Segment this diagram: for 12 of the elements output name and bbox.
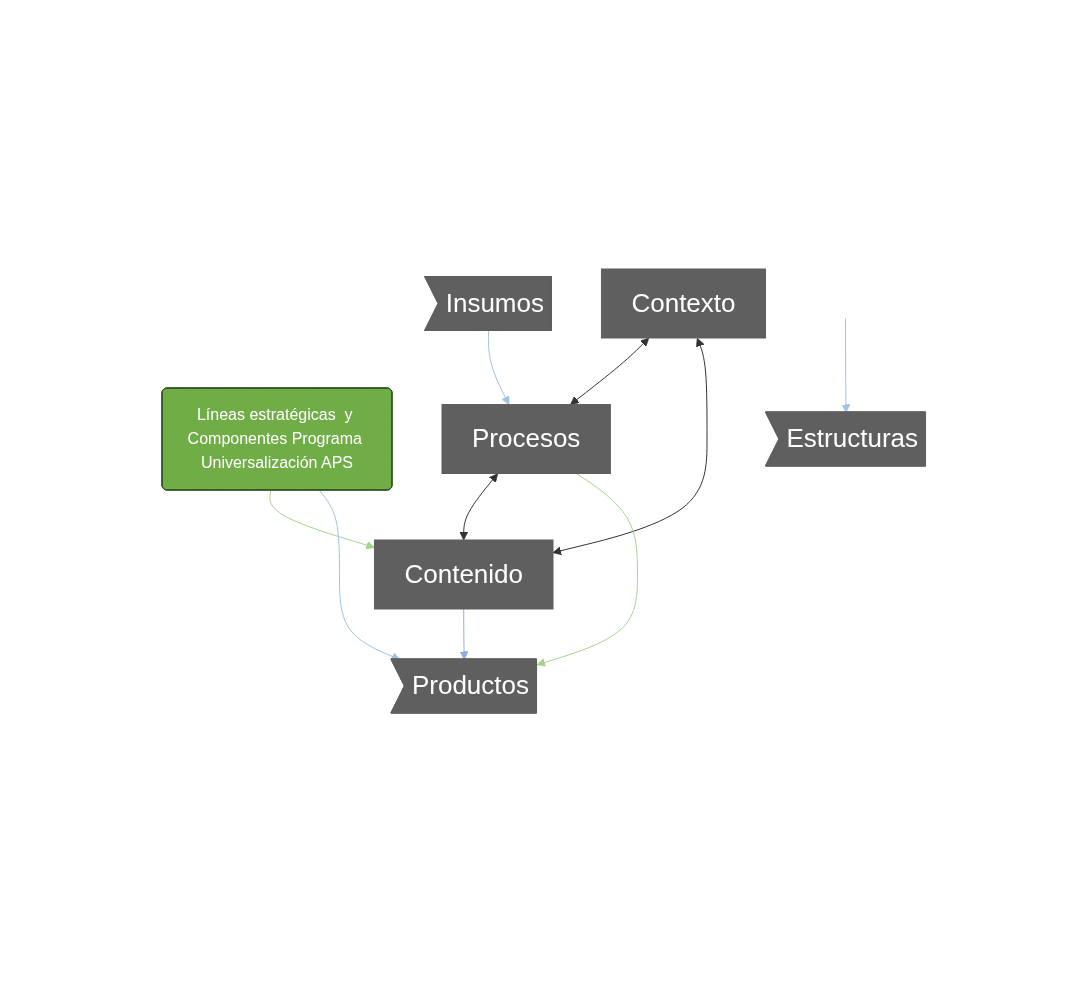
arrow: [318, 489, 400, 660]
arrow: [536, 472, 638, 667]
arrow: [269, 489, 375, 549]
node-box: Procesos: [441, 403, 611, 474]
arrow: [569, 337, 649, 405]
arrow: [459, 608, 469, 660]
node-box: Contenido: [373, 539, 554, 609]
arrow: [841, 317, 851, 413]
node-box: Contexto: [600, 268, 766, 338]
arrow: [552, 337, 708, 555]
arrow: [459, 472, 498, 540]
arrow: [487, 330, 509, 405]
